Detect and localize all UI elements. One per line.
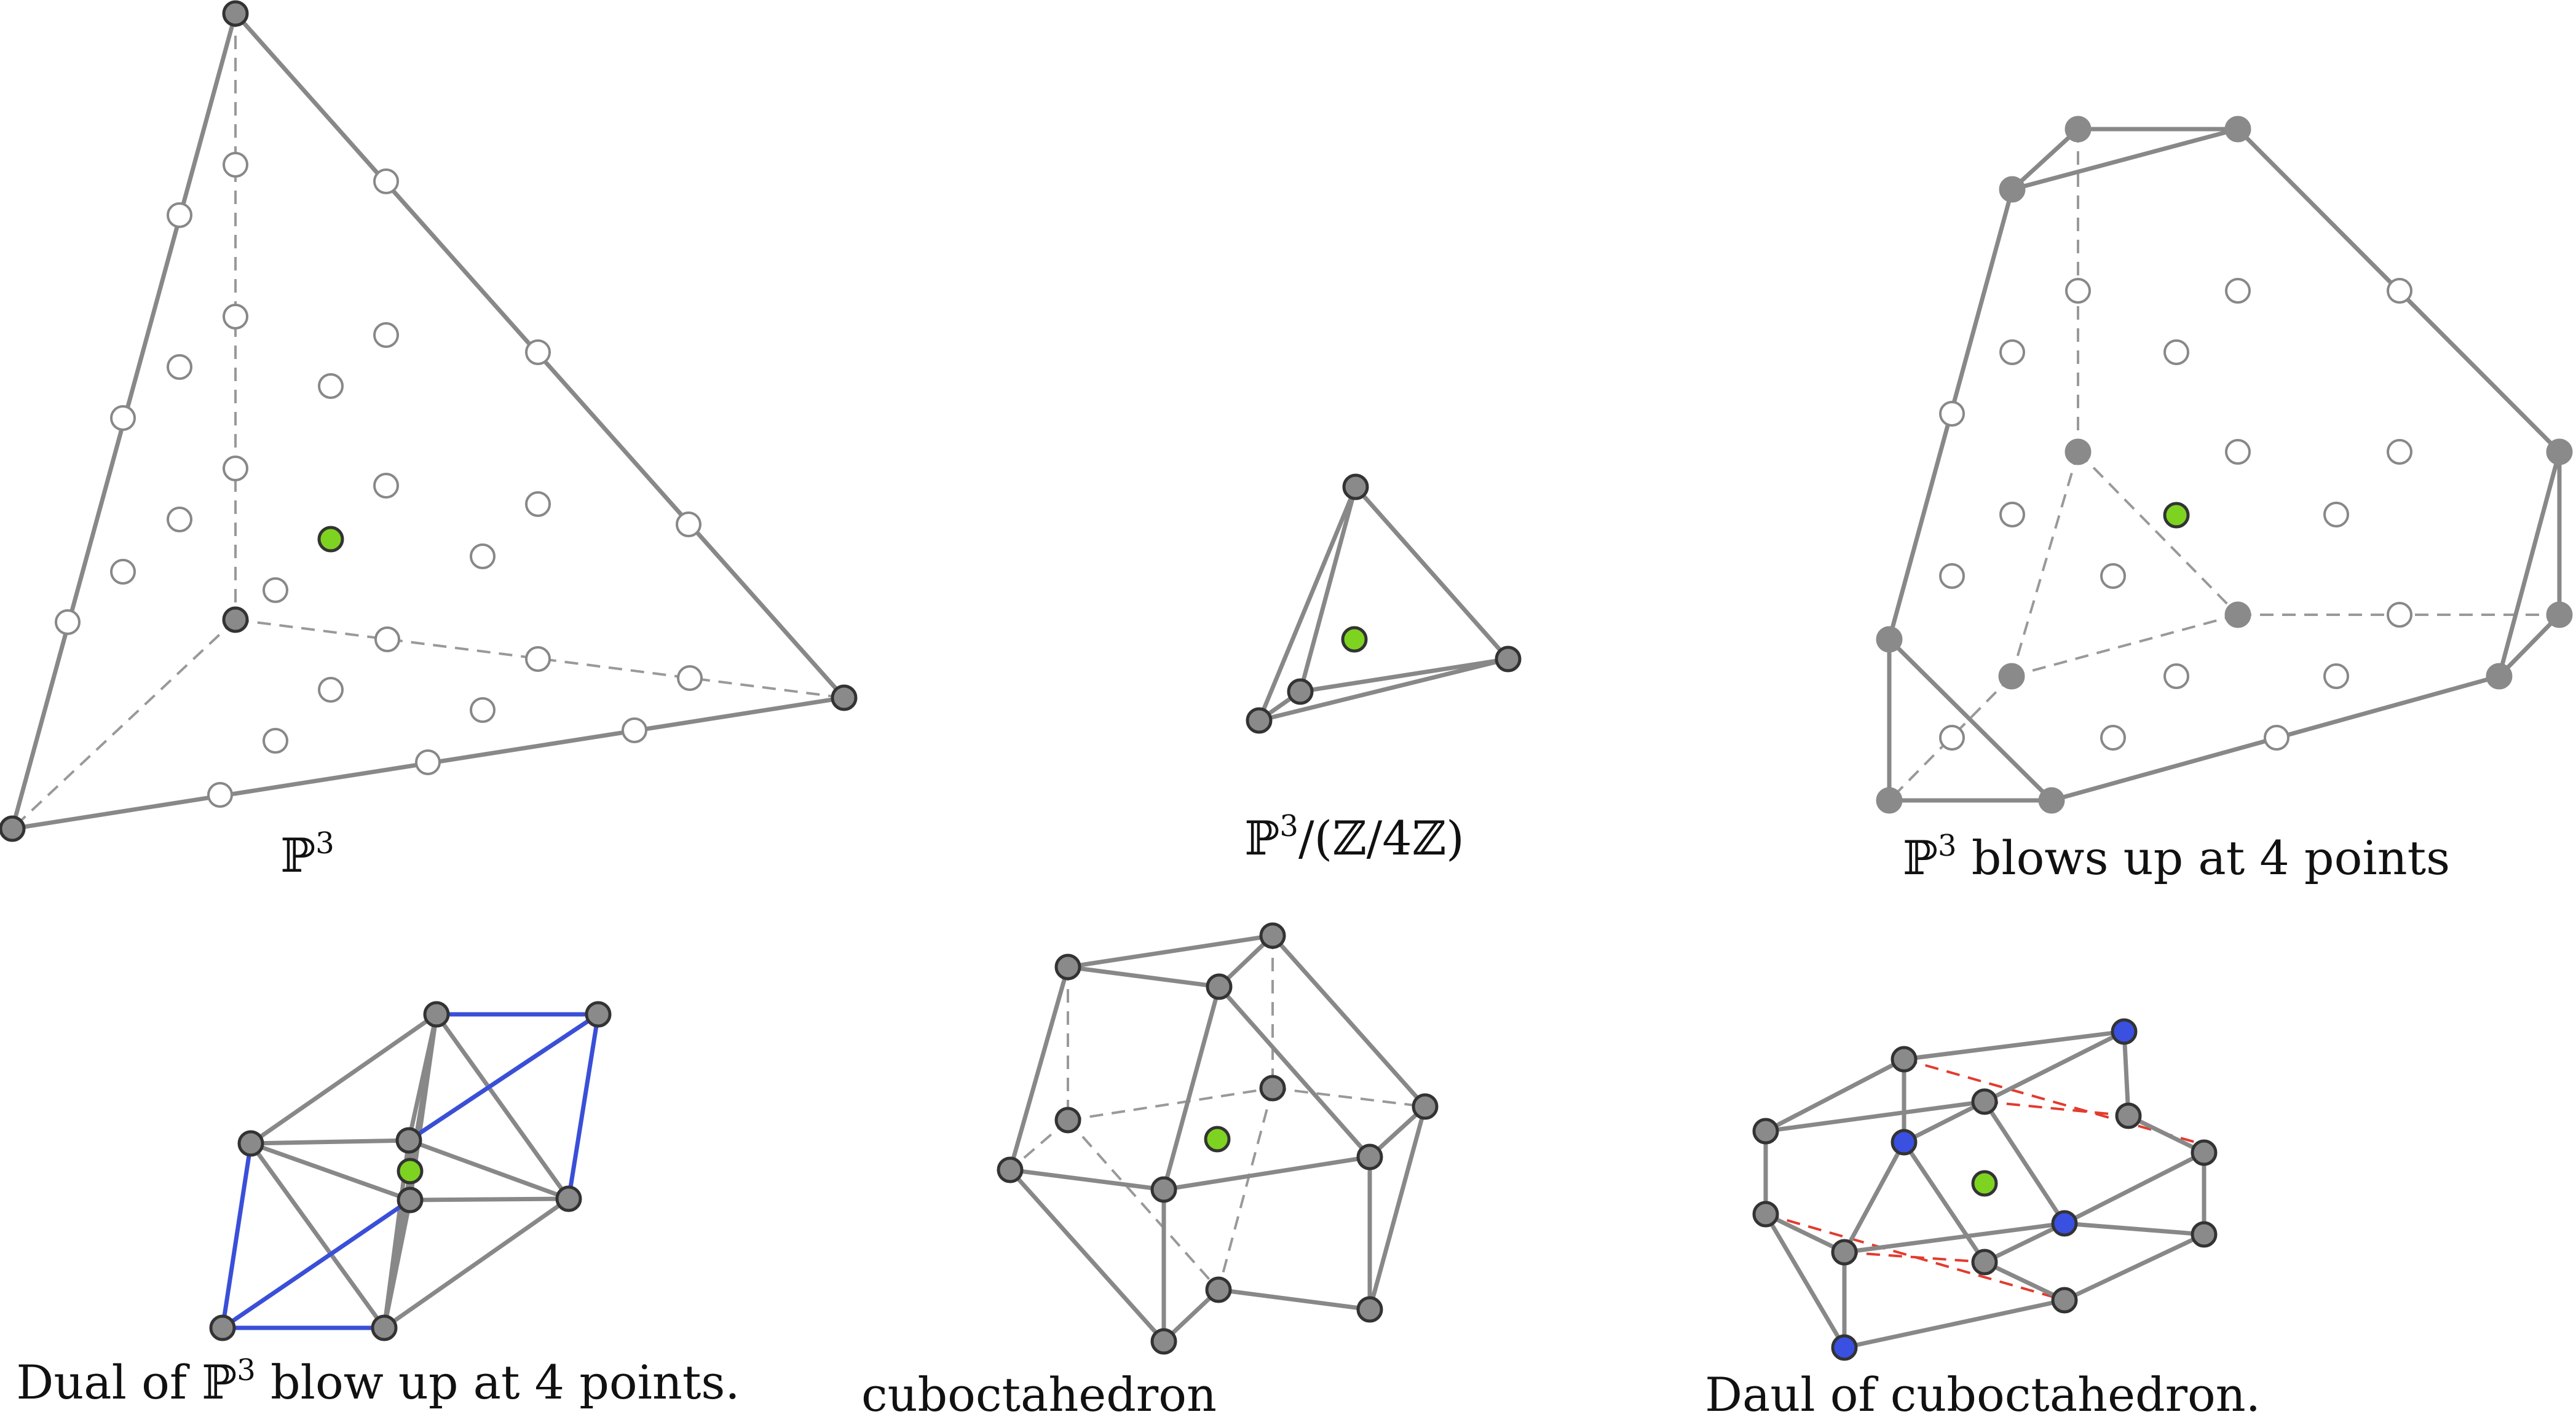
solid-edges	[10, 11, 847, 831]
caption-cuboctahedron: cuboctahedron	[861, 1367, 1217, 1422]
origin-point	[1341, 626, 1368, 653]
dashed-edges	[1888, 129, 2559, 802]
solid-edges	[1763, 1029, 2207, 1350]
lattice-points	[55, 152, 703, 808]
caption-p3-quotient: ℙ3/(ℤ/4ℤ)	[1244, 809, 1464, 866]
caption-dual-p3-blowup: Dual of ℙ3 blow up at 4 points.	[16, 1353, 740, 1410]
origin-point	[2163, 502, 2190, 529]
panel-p3-tetrahedron: ℙ3	[0, 0, 858, 883]
blue-edges	[220, 1012, 601, 1330]
lattice-points	[1939, 278, 2412, 751]
caption-p3: ℙ3	[280, 826, 334, 883]
panel-dual-cuboctahedron: Daul of cuboctahedron.	[1705, 1018, 2261, 1422]
vertices	[1876, 116, 2573, 814]
vertices	[209, 1001, 612, 1341]
dashed-edges	[11, 14, 845, 830]
vertices	[1246, 473, 1522, 734]
vertices	[0, 0, 858, 842]
origin-point	[1971, 1170, 1998, 1197]
caption-dual-cuboctahedron: Daul of cuboctahedron.	[1705, 1367, 2261, 1422]
panel-dual-p3-blowup: Dual of ℙ3 blow up at 4 points.	[16, 1001, 740, 1410]
gray-edges	[248, 1012, 601, 1330]
panel-cuboctahedron: cuboctahedron	[861, 922, 1439, 1422]
caption-p3-blowup: ℙ3 blows up at 4 points	[1903, 829, 2450, 885]
origin-point	[1204, 1126, 1231, 1153]
panel-p3-blowup: ℙ3 blows up at 4 points	[1876, 116, 2573, 885]
red-dashed-edges	[1765, 1058, 2205, 1301]
origin-point	[317, 526, 344, 553]
blue-vertices	[1831, 1018, 2138, 1361]
origin-point	[397, 1158, 424, 1185]
panel-p3-quotient: ℙ3/(ℤ/4ℤ)	[1244, 473, 1522, 866]
vertices	[997, 922, 1439, 1355]
vertices	[1752, 1046, 2218, 1314]
